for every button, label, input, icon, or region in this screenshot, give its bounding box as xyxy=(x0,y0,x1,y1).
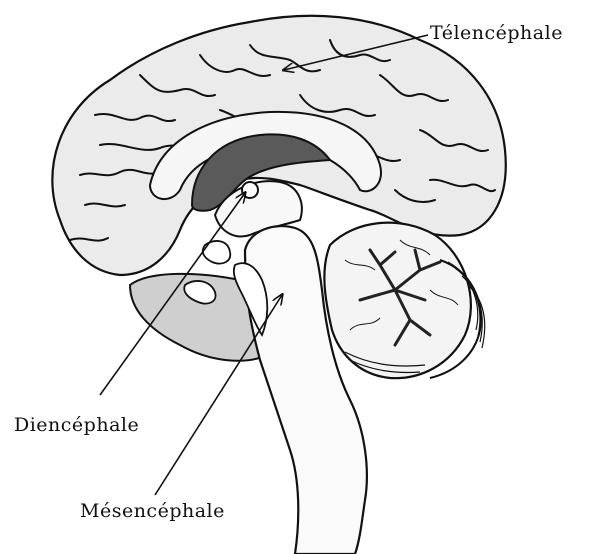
cerebellum xyxy=(324,223,484,379)
mesencephale-label: Mésencéphale xyxy=(80,500,225,522)
pineal-region xyxy=(242,182,258,198)
hypothalamus-detail xyxy=(203,241,230,264)
diencephale-label: Diencéphale xyxy=(14,414,139,436)
telencephale-label: Télencéphale xyxy=(430,22,563,44)
